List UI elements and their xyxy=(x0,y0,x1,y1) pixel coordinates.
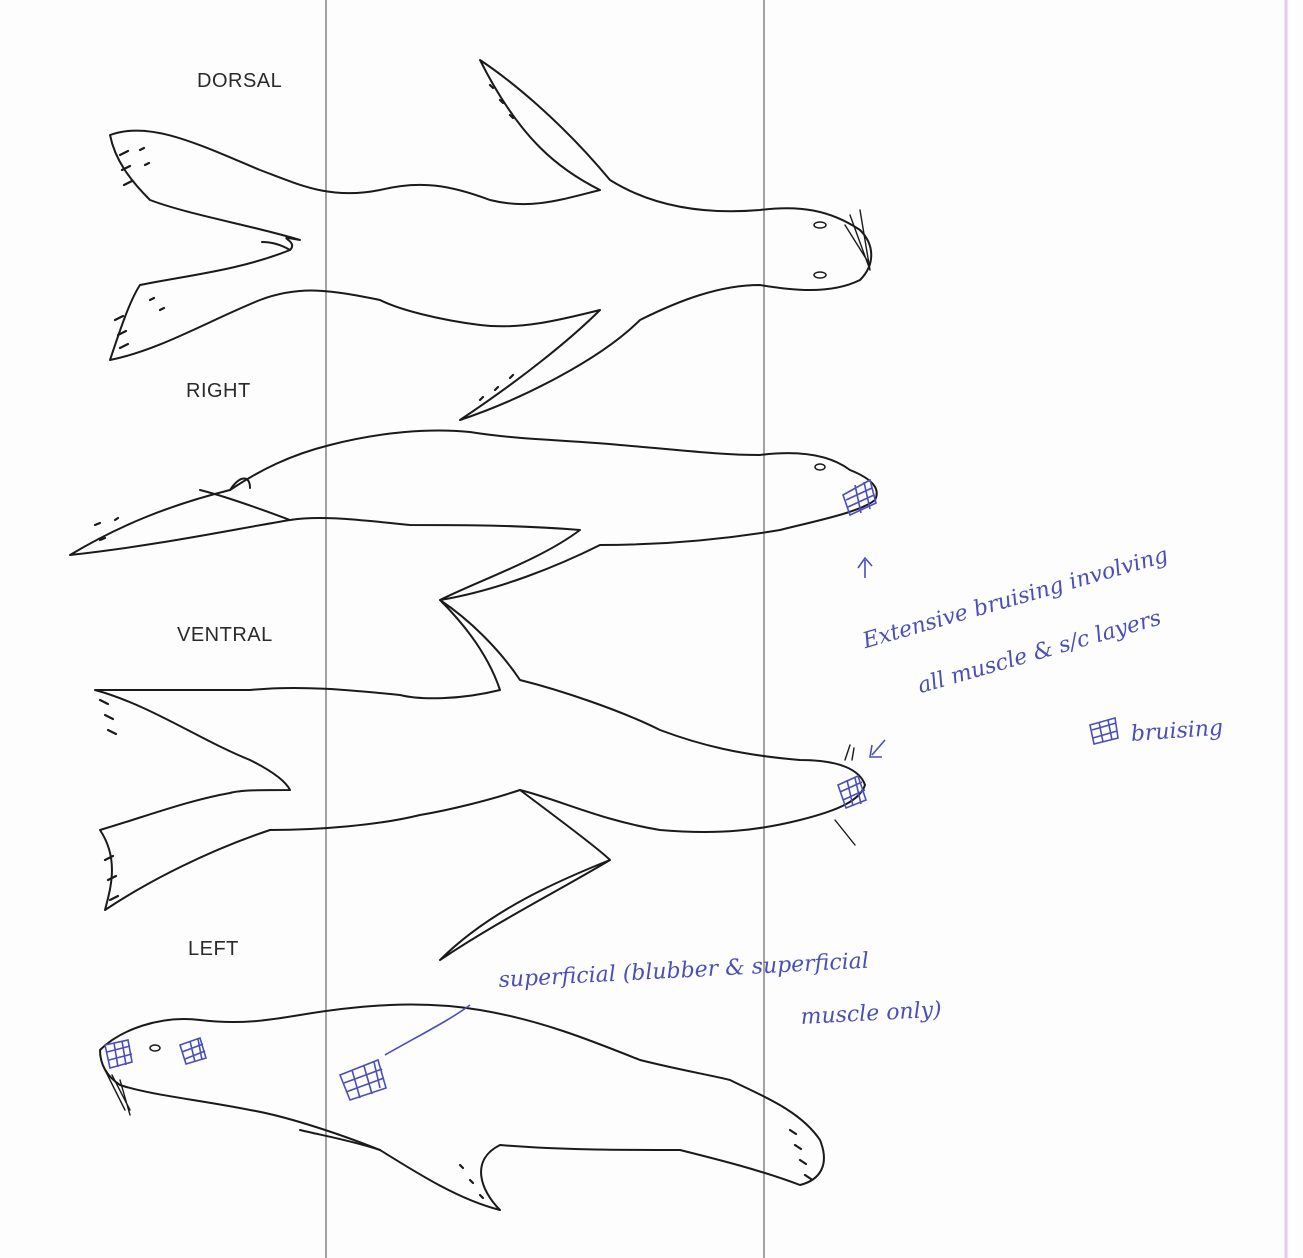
label-left: LEFT xyxy=(188,938,239,961)
arrow-to-ventral-muzzle xyxy=(870,740,885,757)
bruise-left-flank xyxy=(340,1060,386,1100)
label-dorsal: DORSAL xyxy=(197,70,282,93)
leader-line-superficial xyxy=(385,1005,470,1055)
bruise-ventral-muzzle xyxy=(838,776,866,808)
bruise-left-muzzle xyxy=(105,1040,132,1068)
label-ventral: VENTRAL xyxy=(177,624,273,647)
bruise-left-eye xyxy=(180,1038,206,1064)
arrow-to-right-muzzle xyxy=(858,558,872,578)
legend-swatch xyxy=(1090,718,1118,744)
label-right: RIGHT xyxy=(186,380,251,403)
bruise-right-muzzle xyxy=(843,480,876,515)
